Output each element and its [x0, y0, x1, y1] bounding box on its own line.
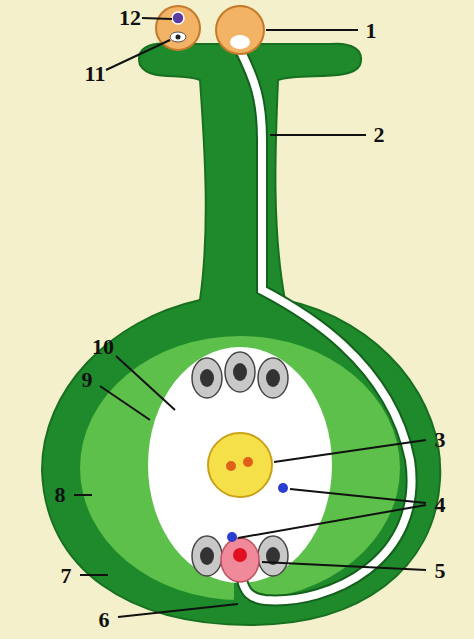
central-cell [208, 433, 272, 497]
pollen-pore [230, 35, 250, 49]
integument [80, 336, 400, 600]
callout-number: 2 [374, 124, 385, 146]
polar-nucleus [243, 457, 253, 467]
sperm-cell [227, 532, 237, 542]
tube-cell [170, 32, 186, 42]
generative-cell [172, 12, 184, 24]
leader-lines [74, 18, 426, 617]
pollen-tube [240, 50, 412, 600]
callout-number: 4 [435, 494, 446, 516]
callout-number: 7 [61, 565, 72, 587]
callout-number: 1 [366, 20, 377, 42]
callout-number: 8 [55, 484, 66, 506]
polar-nucleus [226, 461, 236, 471]
callout-number: 3 [435, 429, 446, 451]
tube-nucleus [176, 35, 181, 40]
callout-number: 5 [435, 560, 446, 582]
pollen-tube-outline [240, 50, 412, 600]
callout-number: 10 [92, 336, 114, 358]
callout-number: 6 [99, 609, 110, 631]
pollen-grain [216, 6, 264, 54]
callout-number: 11 [85, 63, 106, 85]
egg-nucleus [233, 548, 247, 562]
egg-cell [221, 538, 259, 582]
sperm-cell [278, 483, 288, 493]
antipodal-cells [192, 352, 288, 398]
callout-number: 9 [82, 369, 93, 391]
embryo-sac [148, 347, 332, 583]
ovary-wall [42, 44, 440, 625]
callout-number: 12 [119, 7, 141, 29]
